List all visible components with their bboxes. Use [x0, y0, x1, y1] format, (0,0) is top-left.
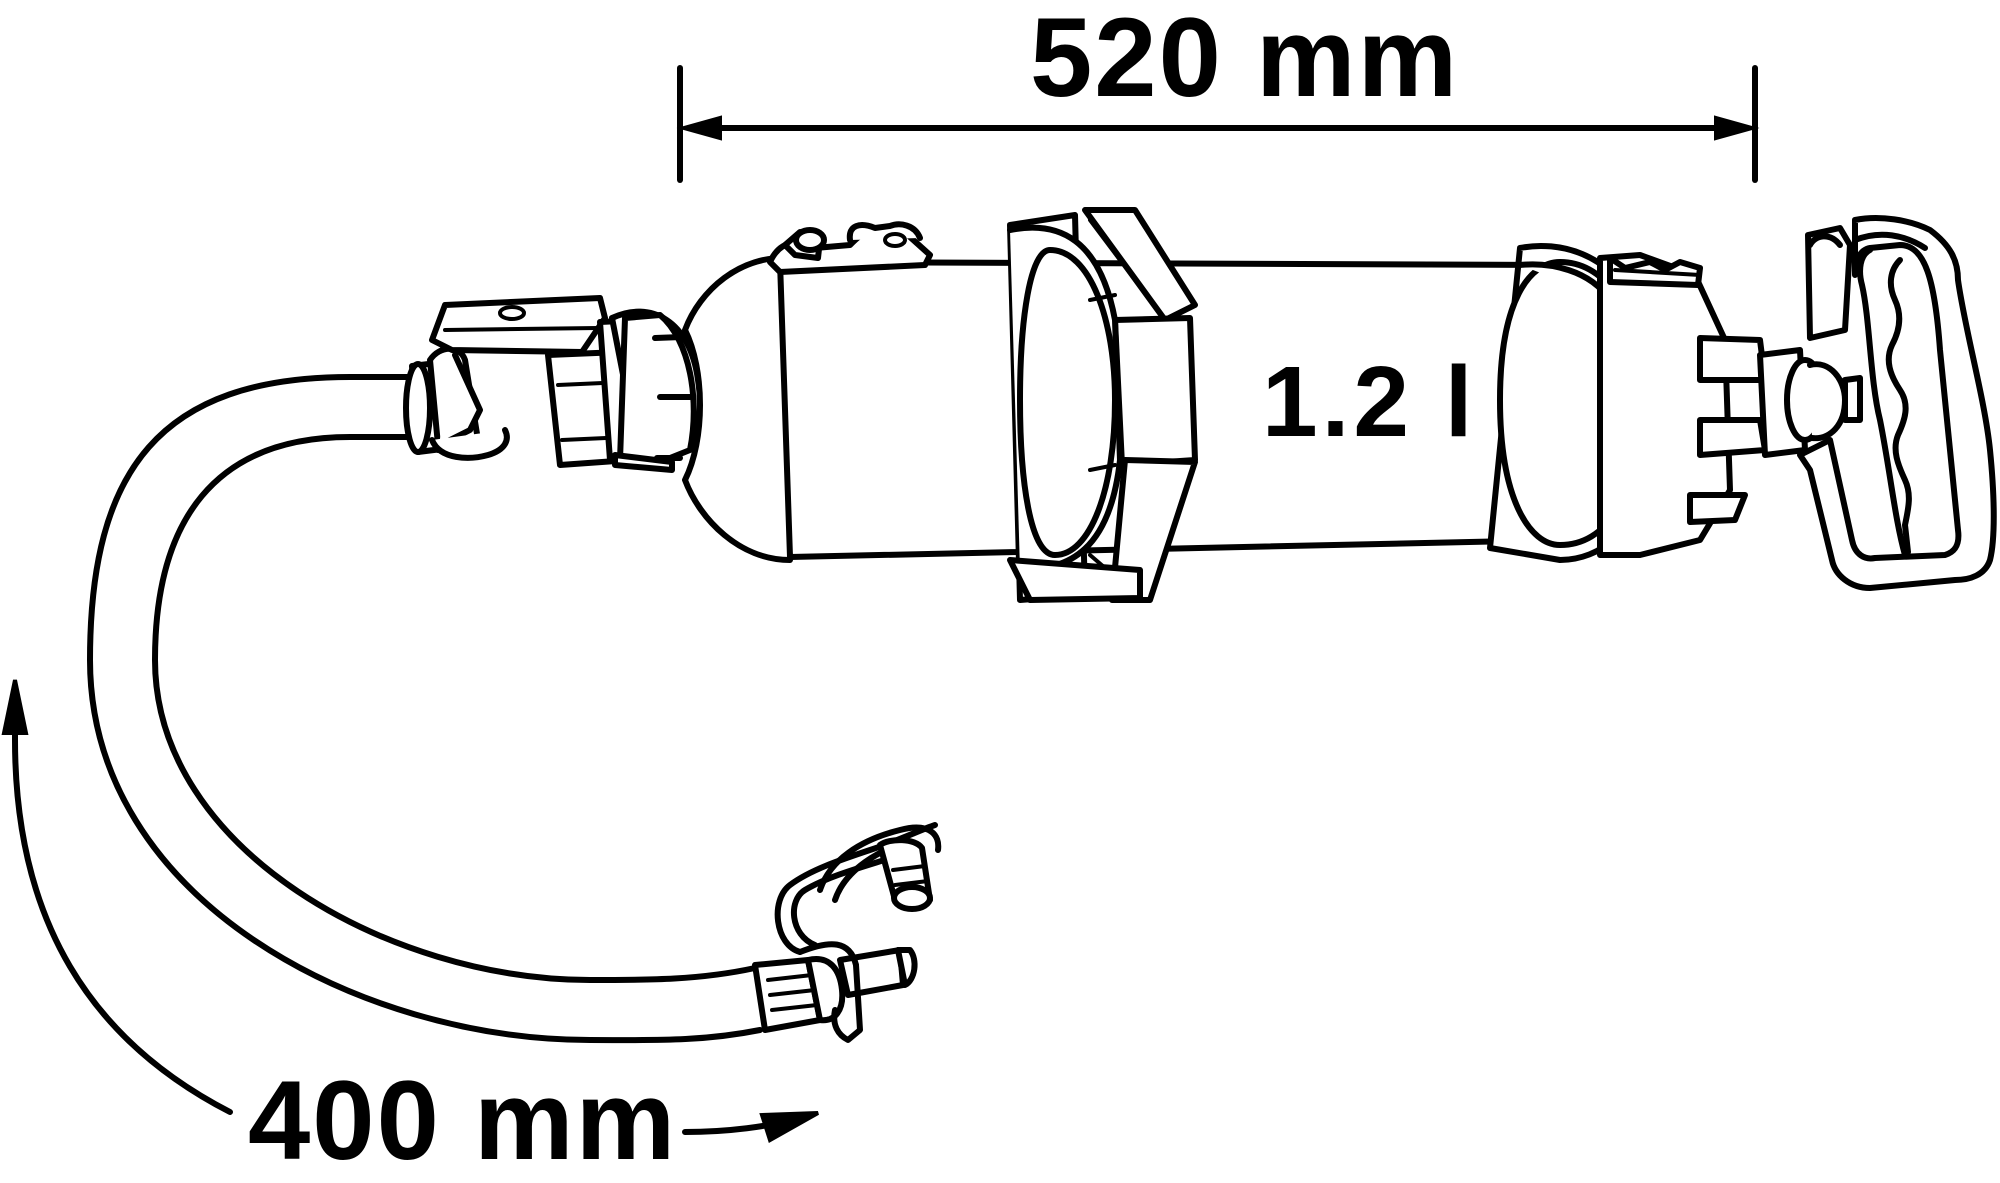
hose	[87, 374, 763, 1044]
length-dimension-arrow-icon	[676, 65, 1760, 183]
hose-end-coupling	[752, 822, 942, 1043]
hose-length-arrow-icon	[1, 679, 819, 1143]
volume-label: 1.2 l	[1262, 346, 1477, 458]
plunger-handle	[1757, 215, 1997, 591]
hose-length-label: 400 mm	[248, 1058, 678, 1183]
hose-connector	[403, 295, 703, 473]
length-dimension-label: 520 mm	[1030, 0, 1460, 120]
cylinder-body	[682, 207, 1768, 603]
